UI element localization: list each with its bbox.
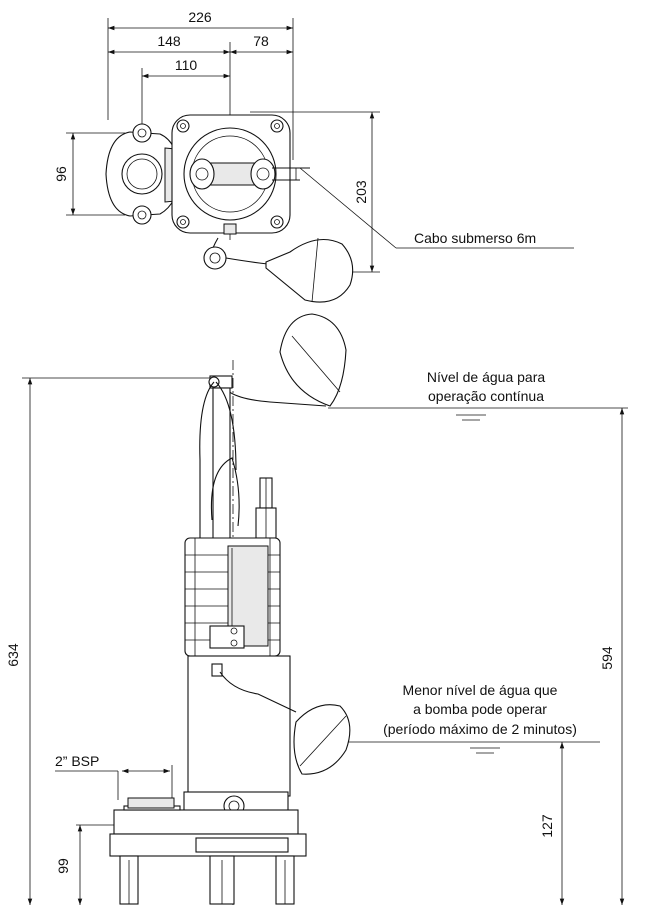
min-level-line3: (período máximo de 2 minutos): [383, 721, 577, 737]
min-level-line2: a bomba pode operar: [413, 701, 547, 717]
dim-99: 99: [55, 858, 71, 874]
dim-634: 634: [5, 643, 21, 667]
continuous-level-line1: Nível de água para: [427, 369, 546, 385]
dim-148: 148: [157, 33, 181, 49]
dim-110: 110: [175, 57, 198, 73]
side-view: 634 594 127 99 Nível de água para operaç…: [5, 313, 628, 905]
dim-96: 96: [53, 166, 69, 182]
min-level-line1: Menor nível de água que: [403, 682, 558, 698]
dim-78: 78: [253, 33, 269, 49]
continuous-level-line2: operação contínua: [428, 388, 544, 404]
top-view: 226 148 78 110 96 203: [53, 9, 574, 303]
dim-203: 203: [353, 180, 369, 204]
dim-226: 226: [188, 9, 212, 25]
outlet-label: 2” BSP: [55, 753, 99, 769]
cable-label: Cabo submerso 6m: [414, 230, 536, 246]
dim-127: 127: [539, 814, 555, 838]
dim-594: 594: [599, 646, 615, 670]
